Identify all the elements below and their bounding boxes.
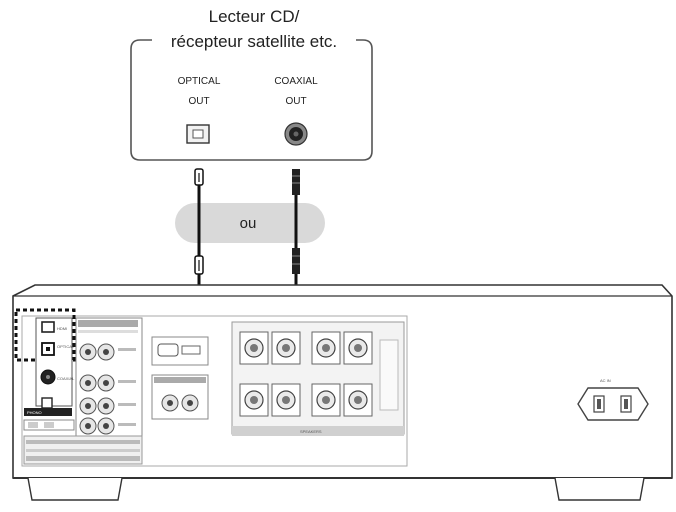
source-device-box (130, 39, 373, 161)
optical-out-label-2: OUT (188, 96, 209, 107)
source-title-line1: Lecteur CD/ (209, 7, 300, 26)
ac-inlet: AC IN (577, 378, 649, 421)
coaxial-out-label-2: OUT (285, 96, 306, 107)
optical-in-label: OPTICAL (57, 344, 75, 349)
phono-label: PHONO (27, 410, 42, 415)
analog-input-block (75, 317, 143, 439)
hdmi-label: HDMI (57, 326, 67, 331)
or-band (175, 203, 325, 243)
source-title-line2: récepteur satellite etc. (171, 32, 337, 51)
digital-input-block: HDMI OPTICAL COAXIAL PHONO (24, 317, 75, 416)
ac-in-label: AC IN (600, 378, 611, 383)
speakers-label: SPEAKERS (300, 429, 322, 434)
speaker-terminals: SPEAKERS (231, 321, 405, 436)
optical-out-jack (186, 124, 210, 144)
coaxial-in-label: COAXIAL (57, 376, 75, 381)
coaxial-out-jack (284, 122, 308, 146)
optical-out-label-1: OPTICAL (178, 76, 221, 87)
middle-module (151, 336, 209, 420)
lower-panel-strips (23, 419, 143, 465)
or-label: ou (240, 215, 257, 232)
coaxial-out-label-1: COAXIAL (274, 76, 318, 87)
